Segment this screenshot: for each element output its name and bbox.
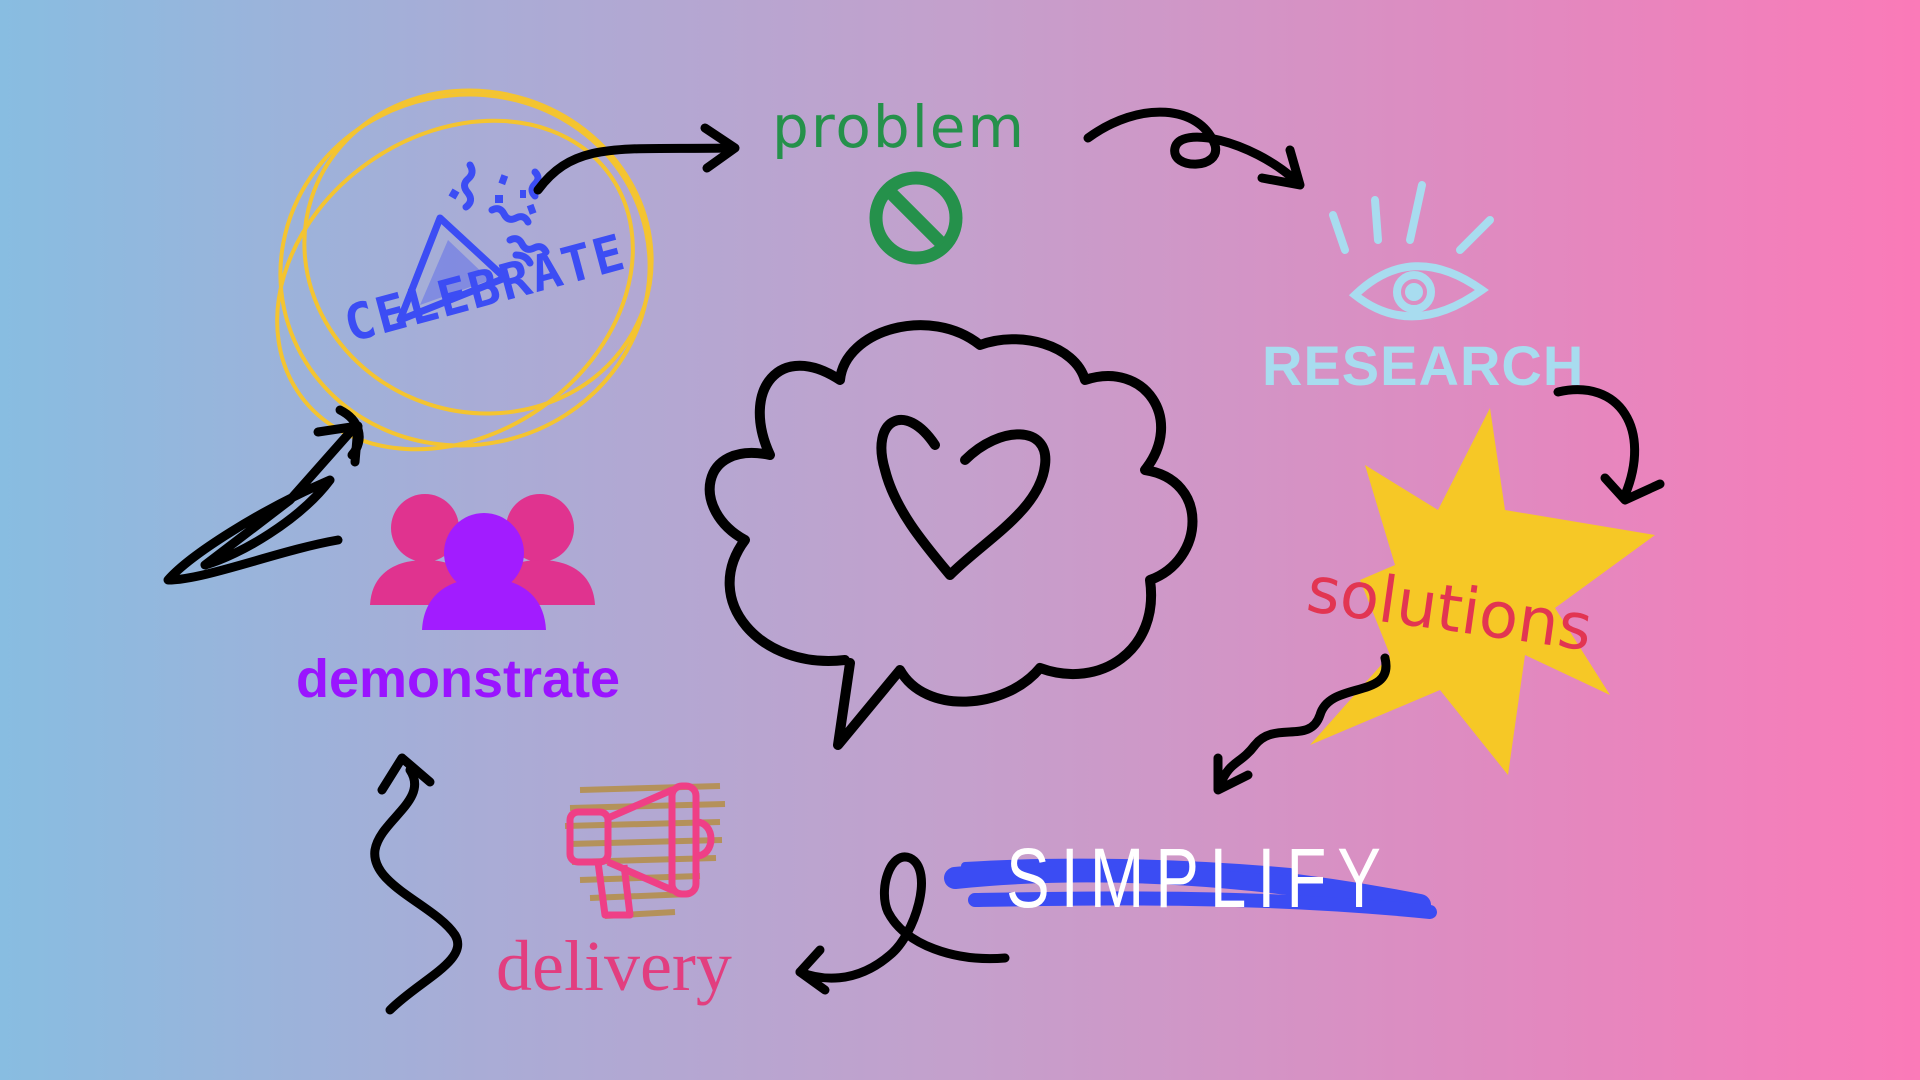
- starburst-icon: [1310, 408, 1655, 775]
- arrow-problem-to-research: [1083, 107, 1300, 185]
- party-popper-icon: [396, 161, 550, 324]
- arrow-solutions-to-simplify: [1215, 653, 1391, 790]
- delivery-label: delivery: [496, 926, 732, 1006]
- simplify-brush-stroke: [944, 858, 1437, 919]
- arrow-demonstrate-to-celebrate: [163, 425, 357, 585]
- demonstrate-label: demonstrate: [296, 649, 621, 709]
- no-entry-icon: [869, 171, 963, 265]
- research-label: RESEARCH: [1262, 334, 1585, 397]
- celebrate-scribble-circle: [275, 88, 654, 452]
- eye-icon: [1329, 181, 1494, 321]
- arrow-research-to-solutions: [1553, 385, 1640, 500]
- speech-bubble-heart-icon: [704, 320, 1198, 750]
- megaphone-icon: [564, 782, 726, 919]
- arrow-simplify-to-delivery: [795, 852, 1010, 983]
- problem-label: problem: [772, 93, 1026, 161]
- people-group-icon: [370, 494, 595, 630]
- cycle-arrows: [163, 107, 1665, 1015]
- arrow-delivery-to-demonstrate: [370, 765, 462, 1015]
- simplify-label: SIMPLIFY: [1006, 831, 1392, 925]
- arrow-celebrate-to-problem: [533, 143, 735, 195]
